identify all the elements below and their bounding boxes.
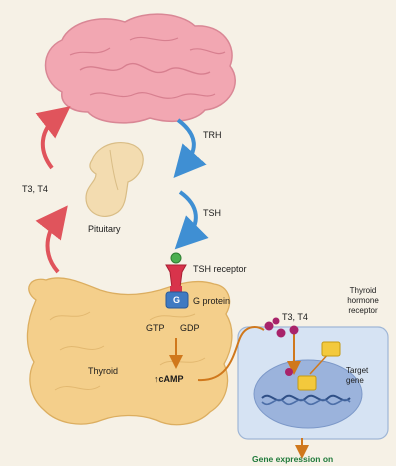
target-gene-label: Target gene <box>346 366 368 386</box>
hormone-t3t4-label: T3, T4 <box>282 312 308 322</box>
pituitary-label: Pituitary <box>88 224 121 234</box>
g-protein-letter: G <box>173 295 180 305</box>
tsh-receptor-label: TSH receptor <box>193 264 247 274</box>
feedback-arrows <box>43 116 58 272</box>
stimulatory-arrows <box>178 120 196 238</box>
gtp-label: GTP <box>146 323 165 333</box>
thyroid-label: Thyroid <box>88 366 118 376</box>
tsh-label: TSH <box>203 208 221 218</box>
feedback-t3t4-label: T3, T4 <box>22 184 48 194</box>
gene-expression-label: Gene expression on <box>252 454 333 464</box>
gdp-label: GDP <box>180 323 200 333</box>
thyroid-hormone-receptor-label: Thyroid hormone receptor <box>340 286 386 316</box>
g-protein-label: G protein <box>193 296 230 306</box>
pituitary-illustration <box>86 143 143 217</box>
trh-label: TRH <box>203 130 222 140</box>
brain-illustration <box>46 14 236 123</box>
camp-label: ↑cAMP <box>154 374 184 384</box>
